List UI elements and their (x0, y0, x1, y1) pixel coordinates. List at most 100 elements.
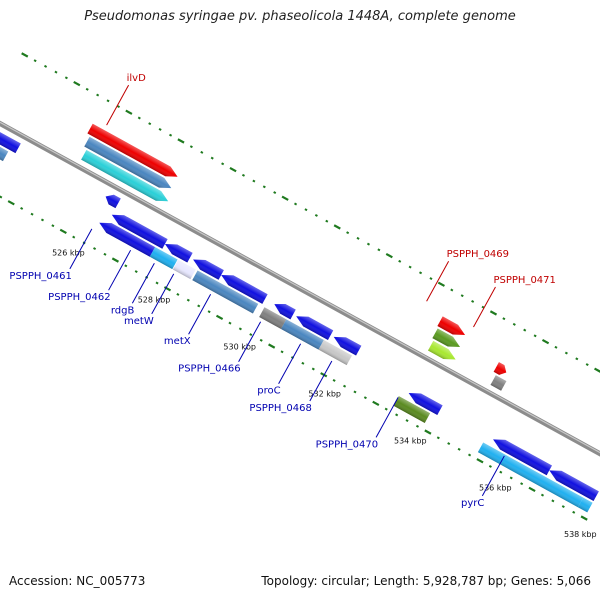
upper-ruler-tick (262, 185, 266, 189)
upper-ruler-tick (419, 271, 423, 275)
gene-feature-shading (81, 149, 169, 202)
gene-label-leader (375, 397, 399, 438)
upper-ruler-tick (366, 242, 371, 246)
gene-feature[interactable] (259, 307, 287, 329)
gene-feature[interactable] (393, 396, 431, 423)
lower-ruler-tick (228, 321, 232, 325)
gene-feature[interactable] (437, 316, 467, 339)
gene-label[interactable]: pyrC (461, 498, 484, 509)
lower-ruler-tick (372, 400, 380, 407)
upper-ruler-tick (460, 294, 464, 298)
gene-feature[interactable] (219, 270, 268, 304)
gene-label[interactable]: metX (164, 336, 191, 347)
lower-ruler-tick (436, 436, 440, 440)
gene-feature[interactable] (294, 311, 334, 340)
gene-feature[interactable] (172, 259, 196, 280)
upper-ruler-tick (594, 367, 600, 373)
upper-ruler-tick (116, 105, 121, 108)
gene-feature-shading (99, 222, 156, 257)
gene-feature-shading (296, 316, 334, 340)
gene-feature-shading (281, 319, 324, 350)
gene-label[interactable]: PSPPH_0469 (447, 249, 509, 260)
gene-feature[interactable] (547, 466, 599, 501)
gene-label[interactable]: PSPPH_0470 (316, 439, 378, 450)
gene-label[interactable]: proC (257, 386, 280, 397)
lower-ruler-tick (447, 442, 451, 445)
gene-label[interactable]: PSPPH_0471 (493, 275, 555, 286)
lower-ruler-tick (332, 379, 336, 382)
gene-feature-shading (0, 129, 21, 154)
upper-ruler-tick (21, 52, 29, 58)
upper-ruler-tick (54, 70, 58, 74)
gene-label[interactable]: metW (124, 316, 154, 327)
gene-feature-shading (432, 328, 461, 348)
lower-ruler-tick (72, 235, 76, 239)
gene-feature[interactable] (427, 340, 458, 364)
backbone-highlight (0, 121, 600, 454)
gene-label[interactable]: PSPPH_0468 (249, 403, 311, 414)
lower-ruler-tick (476, 458, 484, 464)
gene-label[interactable]: rdgB (111, 305, 135, 316)
lower-ruler-tick (93, 247, 97, 251)
gene-feature[interactable] (272, 299, 296, 320)
upper-ruler-tick (252, 179, 256, 183)
lower-ruler-tick (488, 465, 492, 468)
gene-feature[interactable] (103, 192, 121, 209)
gene-feature[interactable] (490, 435, 552, 476)
upper-ruler-tick (210, 156, 214, 160)
lower-ruler-tick (134, 270, 138, 273)
lower-ruler-tick (215, 314, 224, 321)
gene-feature[interactable] (192, 270, 259, 314)
kbp-label: 526 kbp (52, 248, 85, 257)
gene-feature-shading (221, 274, 268, 304)
upper-ruler-tick (64, 76, 68, 80)
lower-ruler-tick (0, 195, 3, 199)
upper-ruler-tick (471, 300, 475, 303)
gene-feature-shading (84, 136, 172, 189)
gene-feature[interactable] (149, 247, 178, 270)
gene-label[interactable]: PSPPH_0461 (9, 271, 71, 282)
lower-ruler-tick (30, 212, 34, 216)
lower-ruler-tick (176, 293, 180, 296)
gene-feature-shading (193, 259, 224, 280)
gene-label[interactable]: PSPPH_0466 (178, 364, 240, 375)
gene-feature[interactable] (493, 362, 509, 377)
gene-feature[interactable] (97, 218, 156, 257)
gene-feature[interactable] (331, 332, 362, 356)
upper-ruler-tick (554, 345, 558, 349)
upper-ruler-tick (356, 236, 360, 240)
gene-feature[interactable] (432, 328, 462, 351)
upper-ruler-tick (489, 310, 498, 316)
gene-feature[interactable] (318, 339, 352, 366)
lower-ruler-tick (551, 499, 555, 503)
gene-feature[interactable] (281, 319, 324, 350)
lower-ruler-tick (301, 361, 305, 365)
gene-feature[interactable] (577, 497, 593, 513)
lower-ruler-tick (186, 298, 190, 302)
gene-feature[interactable] (81, 149, 171, 206)
gene-label[interactable]: PSPPH_0462 (48, 292, 110, 303)
gene-feature[interactable] (490, 375, 507, 391)
upper-ruler-tick (189, 145, 193, 149)
gene-feature[interactable] (477, 442, 584, 508)
gene-feature[interactable] (162, 239, 193, 263)
kbp-label: 528 kbp (138, 296, 171, 305)
upper-ruler-tick (346, 231, 350, 235)
gene-feature[interactable] (84, 136, 174, 193)
gene-feature[interactable] (190, 255, 224, 280)
lower-ruler-tick (561, 505, 565, 509)
lower-ruler-tick (103, 252, 107, 256)
upper-ruler-tick (564, 351, 568, 355)
lower-ruler-tick (457, 447, 461, 451)
lower-ruler-tick (155, 281, 159, 285)
upper-ruler-tick (437, 281, 445, 287)
gene-feature[interactable] (87, 123, 180, 182)
ruler-ticks (0, 52, 600, 521)
gene-label[interactable]: ilvD (127, 73, 146, 84)
gene-feature[interactable] (406, 388, 443, 415)
gene-feature[interactable] (0, 125, 21, 154)
gene-feature-shading (259, 307, 287, 329)
gene-feature[interactable] (109, 210, 168, 249)
upper-ruler-tick (85, 87, 89, 91)
